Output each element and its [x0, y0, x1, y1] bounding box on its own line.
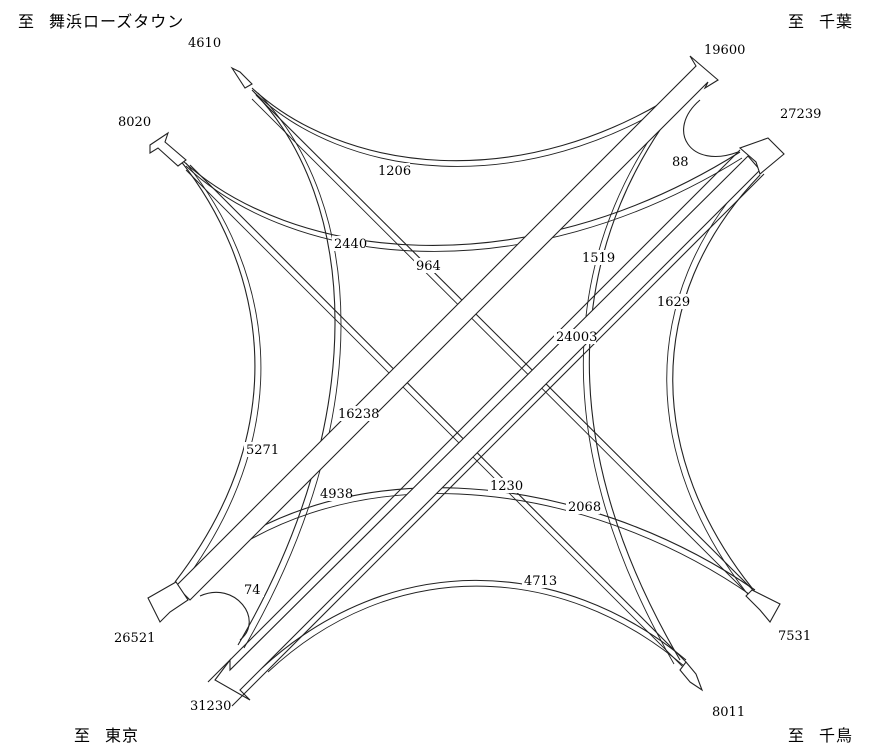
arrow-head-tr-in — [738, 137, 785, 175]
terminal-tr-in: 27239 — [780, 107, 821, 122]
terminal-tl-out: 8020 — [118, 115, 151, 130]
ribbon-tl-to-bl-inner — [237, 89, 342, 649]
flow-tr-to-br-left: 1519 — [582, 251, 615, 266]
terminal-br-in: 8011 — [712, 705, 745, 720]
flow-bl-uturn: 74 — [244, 583, 261, 598]
corner-place: 東京 — [105, 726, 140, 745]
corner-prefix: 至 — [788, 12, 806, 31]
flow-tl-to-tr: 1206 — [378, 164, 411, 179]
corner-top-right: 至千葉 — [788, 8, 853, 32]
flow-tl-to-bl-right: 2440 — [334, 237, 367, 252]
ribbon-tl-to-bl — [174, 159, 262, 587]
flow-label-group: 1206 88 964 2440 1519 1629 24003 16238 5… — [242, 154, 692, 598]
arrow-head-bl-in — [147, 581, 189, 623]
ribbon-tr-to-br — [666, 170, 761, 593]
flow-br-to-bl: 4713 — [524, 574, 557, 589]
terminal-bl-in: 26521 — [114, 631, 155, 646]
corner-prefix: 至 — [788, 726, 806, 745]
ribbon-tr-to-tl — [181, 151, 743, 252]
corner-bottom-left: 至東京 — [74, 722, 139, 746]
corner-place: 舞浜ローズタウン — [49, 12, 185, 31]
corner-prefix: 至 — [18, 12, 36, 31]
ribbon-br-to-bl — [261, 579, 687, 673]
flow-bl-to-tr: 16238 — [338, 407, 379, 422]
flow-tr-to-tl: 964 — [416, 259, 441, 274]
ribbon-tl-to-tr — [251, 84, 694, 167]
flow-tr-to-bl: 24003 — [556, 330, 597, 345]
corner-prefix: 至 — [74, 726, 92, 745]
corner-top-left: 至舞浜ローズタウン — [18, 8, 184, 32]
terminal-tl-in: 4610 — [188, 36, 221, 51]
flow-br-left: 2068 — [568, 500, 601, 515]
terminal-bl-out: 31230 — [190, 699, 231, 714]
arrow-head-tl-out — [149, 131, 187, 167]
flow-tl-to-bl: 5271 — [246, 443, 279, 458]
arrow-head-br-in — [679, 661, 704, 692]
arrow-bl-to-tr — [175, 55, 719, 601]
corner-place: 千葉 — [819, 12, 854, 31]
flow-tr-uturn: 88 — [672, 155, 689, 170]
uturn-top-right — [683, 99, 739, 157]
arrow-head-br-out — [745, 589, 781, 623]
corner-bottom-right: 至千鳥 — [788, 722, 853, 746]
terminal-br-out: 7531 — [778, 629, 811, 644]
flow-bl-left: 4938 — [320, 487, 353, 502]
flow-bl-to-br: 1230 — [490, 479, 523, 494]
arrow-tr-to-bl — [214, 155, 761, 701]
arrow-head-tl-in — [230, 66, 253, 89]
flow-tr-to-br: 1629 — [657, 295, 690, 310]
uturn-bottom-left — [199, 591, 250, 641]
diagonal-tl-to-br — [185, 94, 756, 667]
corner-place: 千鳥 — [819, 726, 854, 745]
arrow-tr-to-bl-wide — [207, 149, 765, 707]
terminal-tr-out: 19600 — [704, 43, 745, 58]
